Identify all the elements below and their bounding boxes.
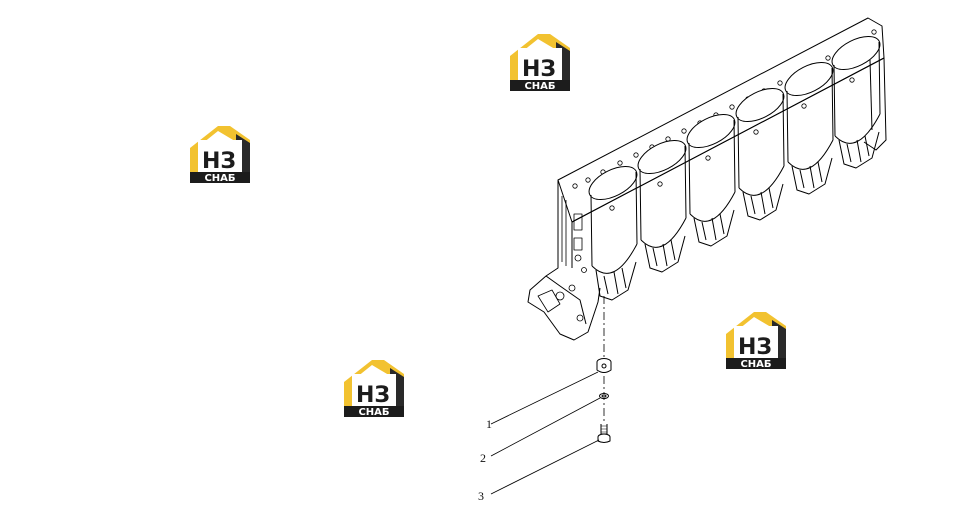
watermark-logo-3-sub: СНАБ xyxy=(740,359,771,370)
cylinder-3 xyxy=(686,113,736,247)
watermark-logo-2-main: НЗ xyxy=(202,149,236,174)
cylinder-6 xyxy=(831,35,881,169)
watermark-logo-4: НЗ СНАБ xyxy=(344,360,404,418)
leader-line-1 xyxy=(490,371,599,425)
cylinder-1 xyxy=(588,165,638,301)
watermark-logo-2: НЗ СНАБ xyxy=(190,126,250,184)
watermark-logo-3-main: НЗ xyxy=(738,335,772,360)
watermark-logo-3: НЗ СНАБ xyxy=(726,312,786,370)
callout-label-3: 3 xyxy=(478,489,484,503)
watermark-logo-4-main: НЗ xyxy=(356,383,390,408)
leader-line-2 xyxy=(490,397,601,457)
watermark-logo-2-sub: СНАБ xyxy=(204,173,235,184)
cylinder-5 xyxy=(784,61,834,195)
leader-line-3 xyxy=(490,439,600,495)
part-3-bolt xyxy=(597,424,611,443)
cylinder-block-drawing xyxy=(490,17,887,495)
watermark-logo-1-main: НЗ xyxy=(522,57,556,82)
watermark-logo-1: НЗ СНАБ xyxy=(510,34,570,92)
watermark-logo-4-sub: СНАБ xyxy=(358,407,389,418)
cylinder-2 xyxy=(637,139,687,273)
block-end-details xyxy=(537,196,587,322)
callout-label-1: 1 xyxy=(486,417,492,431)
cylinder-4 xyxy=(735,87,785,221)
part-1-nozzle xyxy=(596,358,612,373)
callout-label-2: 2 xyxy=(480,451,486,465)
part-2-washer xyxy=(599,393,609,399)
watermark-logo-1-sub: СНАБ xyxy=(524,81,555,92)
